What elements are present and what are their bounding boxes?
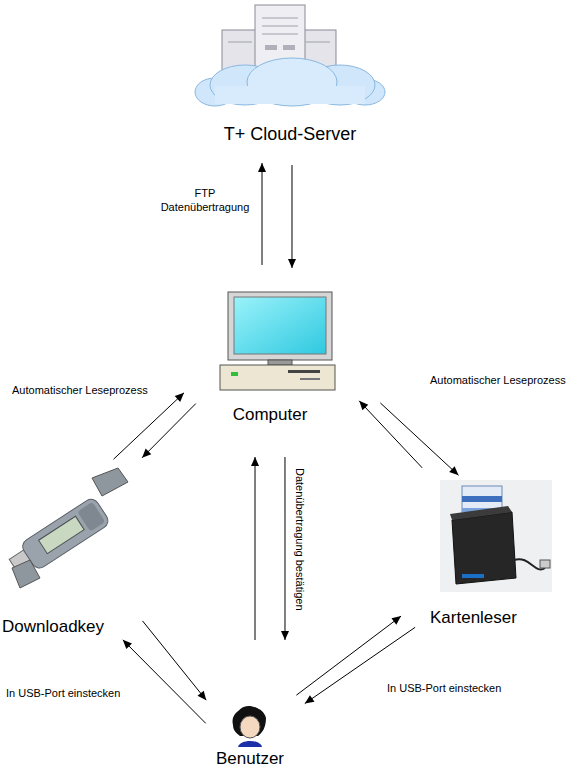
connector-arrow (359, 401, 422, 468)
edge-label: Automatischer Leseprozess (12, 383, 148, 397)
connector-line (143, 621, 207, 700)
computer-icon (220, 292, 335, 390)
connector-arrow (123, 640, 206, 724)
icon-node: T+ Cloud-Server (190, 0, 390, 145)
connector-arrow (258, 163, 266, 265)
downloadkey-icon (5, 468, 128, 588)
connector-arrow (143, 621, 207, 700)
icon-node: Downloadkey (0, 462, 140, 637)
arrow-head (142, 449, 151, 458)
connector-line (291, 165, 292, 268)
node-label: Kartenleser (425, 608, 560, 628)
connector-arrow (251, 457, 259, 640)
arrow-head (359, 401, 368, 410)
connector-line (142, 404, 196, 458)
connector-line (123, 640, 206, 724)
node-label: Computer (200, 405, 340, 425)
node-label: Downloadkey (0, 617, 140, 637)
icon-node: Kartenleser (425, 478, 560, 628)
arrow-head (449, 466, 458, 475)
node-label: Benutzer (210, 749, 290, 769)
arrow-head (391, 616, 401, 625)
arrow-head (123, 640, 132, 649)
card-reader-icon (440, 480, 552, 592)
connector-line (284, 457, 285, 640)
arrow-head (288, 259, 296, 268)
icon-node: Computer (200, 290, 340, 425)
arrow-head (197, 691, 206, 701)
arrow-head (175, 393, 184, 402)
edge-label: In USB-Port einstecken (387, 681, 501, 695)
connector-arrow (288, 165, 296, 268)
arrow-head (251, 457, 259, 466)
icon-node: Benutzer (210, 700, 290, 769)
connector-line (296, 616, 401, 695)
connector-arrow (296, 616, 401, 695)
arrow-head (281, 631, 289, 640)
user-icon (232, 706, 266, 747)
node-label: T+ Cloud-Server (190, 124, 390, 145)
connector-line (262, 163, 263, 265)
edge-label: In USB-Port einstecken (6, 686, 120, 700)
connector-arrow (281, 457, 289, 640)
edge-label: FTP Datenübertragung (155, 186, 255, 214)
arrow-head (258, 163, 266, 172)
edge-label: Automatischer Leseprozess (430, 373, 566, 387)
connector-line (359, 401, 422, 468)
arrow-head (305, 695, 315, 703)
connector-arrow (142, 404, 196, 458)
cloud-server-icon (195, 5, 385, 106)
connector-line (255, 457, 256, 640)
edge-label: Datenübertragung bestätigen (293, 468, 307, 611)
